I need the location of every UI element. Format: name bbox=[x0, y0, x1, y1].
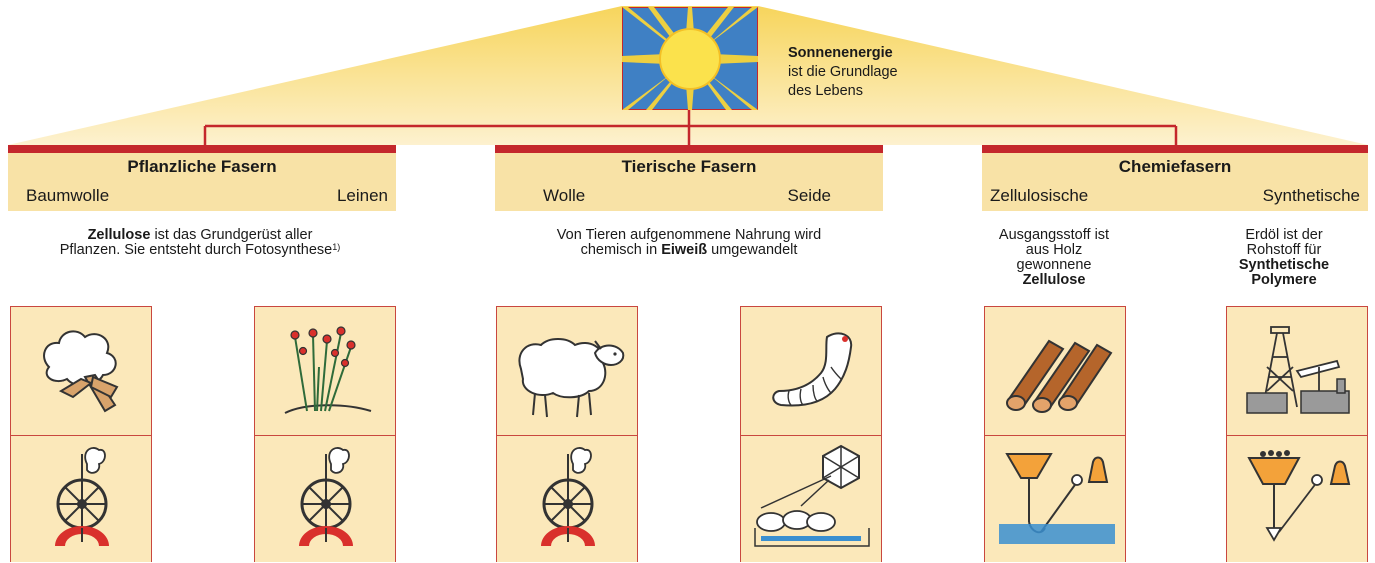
melt-spinning-icon bbox=[1247, 450, 1351, 542]
silk-reeling-icon bbox=[754, 444, 870, 547]
subcategory-wool: Wolle bbox=[543, 186, 586, 205]
desc-line: Erdöl ist der bbox=[1245, 227, 1323, 243]
tile-divider bbox=[1227, 435, 1367, 436]
tile-cellulosic bbox=[984, 306, 1126, 562]
desc-bold-synthetic: Synthetische bbox=[1238, 257, 1330, 273]
sun-title: Sonnenenergie bbox=[788, 45, 893, 61]
connector-lines bbox=[203, 108, 1178, 145]
desc-text-line1: Von Tieren aufgenommene Nahrung wird bbox=[556, 227, 822, 243]
tile-silk bbox=[740, 306, 882, 562]
flax-plant-icon bbox=[284, 326, 372, 414]
sun-line-2: ist die Grundlage bbox=[788, 64, 898, 80]
desc-bold-protein: Eiweiß bbox=[661, 242, 708, 258]
spinning-wheel-icon bbox=[55, 447, 109, 546]
category-bar bbox=[495, 145, 883, 153]
desc-text-post: umgewandelt bbox=[707, 242, 798, 258]
tile-cotton bbox=[10, 306, 152, 562]
description-synthetic: Erdöl ist der Rohstoff für Synthetische … bbox=[1196, 228, 1372, 288]
category-animal-fibers: Tierische Fasern Wolle Seide bbox=[495, 145, 883, 211]
category-chemical-fibers: Chemiefasern Zellulosische Synthetische bbox=[982, 145, 1368, 211]
silkworm-icon bbox=[772, 332, 853, 407]
desc-line: Ausgangsstoff ist bbox=[998, 227, 1110, 243]
category-bar bbox=[982, 145, 1368, 153]
desc-line: Rohstoff für bbox=[1246, 242, 1322, 258]
wood-logs-icon bbox=[1006, 339, 1113, 413]
desc-text-line2: Pflanzen. Sie entsteht durch Fotosynthes… bbox=[59, 242, 333, 258]
category-subtitles: Baumwolle Leinen bbox=[8, 181, 396, 211]
category-title: Pflanzliche Fasern bbox=[127, 157, 277, 176]
oil-derrick-icon bbox=[1246, 326, 1350, 414]
desc-line: aus Holz bbox=[1025, 242, 1083, 258]
tile-divider bbox=[985, 435, 1125, 436]
category-plant-fibers: Pflanzliche Fasern Baumwolle Leinen bbox=[8, 145, 396, 211]
subcategory-linen: Leinen bbox=[336, 186, 388, 205]
tile-divider bbox=[741, 435, 881, 436]
desc-bold-polymers: Polymere bbox=[1251, 272, 1317, 288]
spinning-wheel-icon bbox=[541, 447, 595, 546]
tile-divider bbox=[255, 435, 395, 436]
desc-text: ist das Grundgerüst aller bbox=[150, 227, 313, 243]
category-subtitles: Zellulosische Synthetische bbox=[982, 181, 1368, 211]
footnote-marker: 1) bbox=[332, 242, 341, 252]
viscose-spinning-icon bbox=[999, 453, 1115, 544]
desc-line: gewonnene bbox=[1016, 257, 1092, 273]
sheep-icon bbox=[518, 338, 625, 418]
sun-icon bbox=[622, 7, 758, 110]
category-title: Tierische Fasern bbox=[621, 157, 757, 176]
sun-line-3: des Lebens bbox=[788, 83, 863, 99]
tile-linen bbox=[254, 306, 396, 562]
description-cellulosic: Ausgangsstoff ist aus Holz gewonnene Zel… bbox=[962, 228, 1146, 288]
subcategory-cellulosic: Zellulosische bbox=[990, 186, 1089, 205]
subcategory-cotton: Baumwolle bbox=[26, 186, 110, 205]
category-header: Chemiefasern Zellulosische Synthetische bbox=[982, 153, 1368, 211]
subcategory-silk: Seide bbox=[787, 186, 831, 205]
tile-divider bbox=[497, 435, 637, 436]
sun-caption: Sonnenenergie ist die Grundlage des Lebe… bbox=[788, 44, 898, 101]
category-subtitles: Wolle Seide bbox=[495, 181, 883, 211]
tile-divider bbox=[11, 435, 151, 436]
category-header: Pflanzliche Fasern Baumwolle Leinen bbox=[8, 153, 396, 211]
tile-synthetic bbox=[1226, 306, 1368, 562]
desc-bold-cellulose: Zellulose bbox=[1022, 272, 1086, 288]
description-plant-fibers: Zellulose ist das Grundgerüst aller Pfla… bbox=[0, 228, 400, 258]
cotton-boll-icon bbox=[43, 330, 119, 413]
category-title: Chemiefasern bbox=[1118, 157, 1232, 176]
description-animal-fibers: Von Tieren aufgenommene Nahrung wird che… bbox=[490, 228, 888, 258]
tile-wool bbox=[496, 306, 638, 562]
category-header: Tierische Fasern Wolle Seide bbox=[495, 153, 883, 211]
desc-text-pre: chemisch in bbox=[580, 242, 662, 258]
spinning-wheel-icon bbox=[299, 447, 353, 546]
subcategory-synthetic: Synthetische bbox=[1262, 186, 1360, 205]
desc-bold-cellulose: Zellulose bbox=[87, 227, 151, 243]
category-bar bbox=[8, 145, 396, 153]
